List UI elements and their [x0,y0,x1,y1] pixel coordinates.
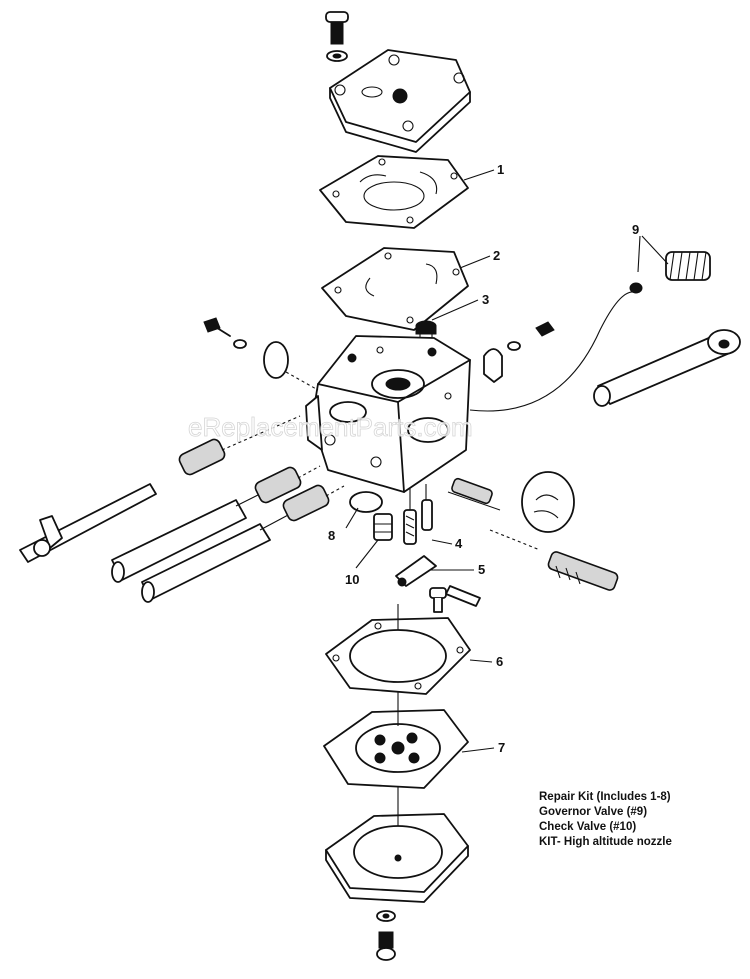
part-6-gasket [325,604,471,695]
throttle-shaft [469,291,741,412]
part-7-diaphragm [323,692,469,789]
top-screw [325,11,349,62]
bottom-screws [376,910,396,961]
throttle-plate-left [203,317,319,391]
needle-springs [178,415,345,522]
watermark-text: eReplacementParts.com [188,412,473,442]
idle-screw [547,551,619,591]
carburetor-body [305,335,471,493]
adjustment-needles [19,483,291,603]
callout-1: 1 [497,162,504,177]
callout-9: 9 [632,222,639,237]
leader-lines [345,169,495,753]
part-9-governor-valve [629,235,711,294]
callout-7: 7 [498,740,505,755]
part-10-check-valve [373,513,393,541]
part-1-gasket [319,155,469,229]
callout-6: 6 [496,654,503,669]
bottom-cover [325,786,469,903]
pump-cover [329,49,471,153]
callout-10: 10 [345,572,359,587]
callout-8: 8 [328,528,335,543]
part-4-inlet-needle [403,484,433,545]
callout-3: 3 [482,292,489,307]
legend-line-3: Check Valve (#10) [539,821,636,833]
part-2-diaphragm [321,247,469,331]
part-8-check-disc [349,491,383,513]
right-clip-and-screw [483,321,555,383]
small-screw [429,587,447,613]
legend-line-1: Repair Kit (Includes 1-8) [539,791,671,803]
legend: Repair Kit (Includes 1-8) Governor Valve… [539,791,672,848]
callout-5: 5 [478,562,485,577]
callout-4: 4 [455,536,463,551]
callout-2: 2 [493,248,500,263]
part-5-lever [395,555,481,607]
legend-line-4: KIT- High altitude nozzle [539,836,672,848]
legend-line-2: Governor Valve (#9) [539,806,647,818]
throttle-plate-right [447,471,575,551]
